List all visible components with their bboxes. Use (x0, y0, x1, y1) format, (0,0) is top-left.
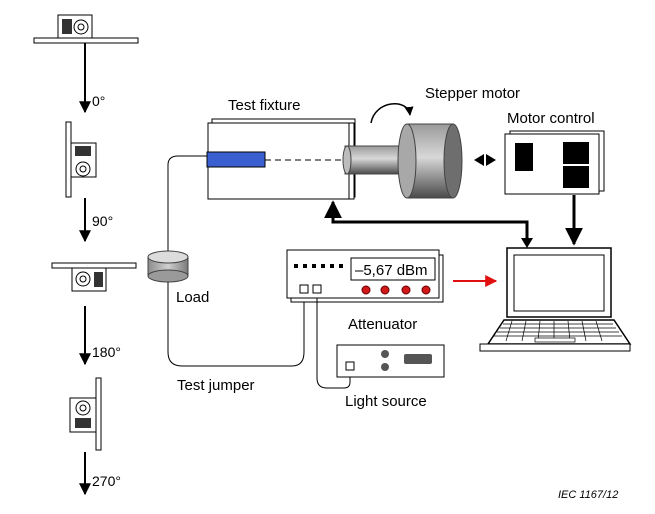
figure-reference: IEC 1167/12 (558, 489, 618, 501)
attenuator-display (350, 257, 436, 281)
test-fixture-label: Test fixture (228, 97, 301, 114)
angle-90-label: 90° (92, 213, 113, 229)
rotation-180-mount (51, 262, 137, 292)
stepper-motor (342, 123, 463, 199)
load-label: Load (176, 289, 209, 306)
attenuator-unit: –5,67 dBm (286, 249, 444, 303)
test-fixture (207, 118, 356, 200)
attenuator-readout: –5,67 dBm (355, 262, 428, 279)
attenuator-port-out (312, 284, 322, 294)
fiber-to-fixture (167, 155, 207, 258)
angle-270-label: 270° (92, 473, 121, 489)
laptop-computer (479, 247, 632, 352)
attenuator-port-in (299, 284, 309, 294)
attenuator-to-source-fiber (316, 298, 351, 389)
fixture-connector (206, 151, 266, 168)
motor-control-label: Motor control (507, 110, 595, 127)
test-jumper-fiber (167, 282, 305, 367)
light-source-label: Light source (345, 393, 427, 410)
light-source-unit (336, 344, 445, 378)
stepper-motor-label: Stepper motor (425, 85, 520, 102)
load-reel (147, 250, 189, 283)
rotation-arrow-icon (370, 103, 414, 124)
motor-control-unit (504, 130, 605, 195)
angle-180-label: 180° (92, 344, 121, 360)
motor-link-arrow (474, 154, 496, 166)
rotation-0-mount (33, 14, 139, 44)
test-jumper-label: Test jumper (177, 377, 255, 394)
rotation-270-mount (69, 377, 102, 451)
laptop-to-fixture-line (324, 200, 529, 244)
laptop-end-arrowhead (521, 238, 533, 248)
angle-0-label: 0° (92, 93, 105, 109)
rotation-90-mount (65, 121, 97, 198)
light-source-port (345, 361, 355, 371)
attenuator-label: Attenuator (348, 316, 417, 333)
